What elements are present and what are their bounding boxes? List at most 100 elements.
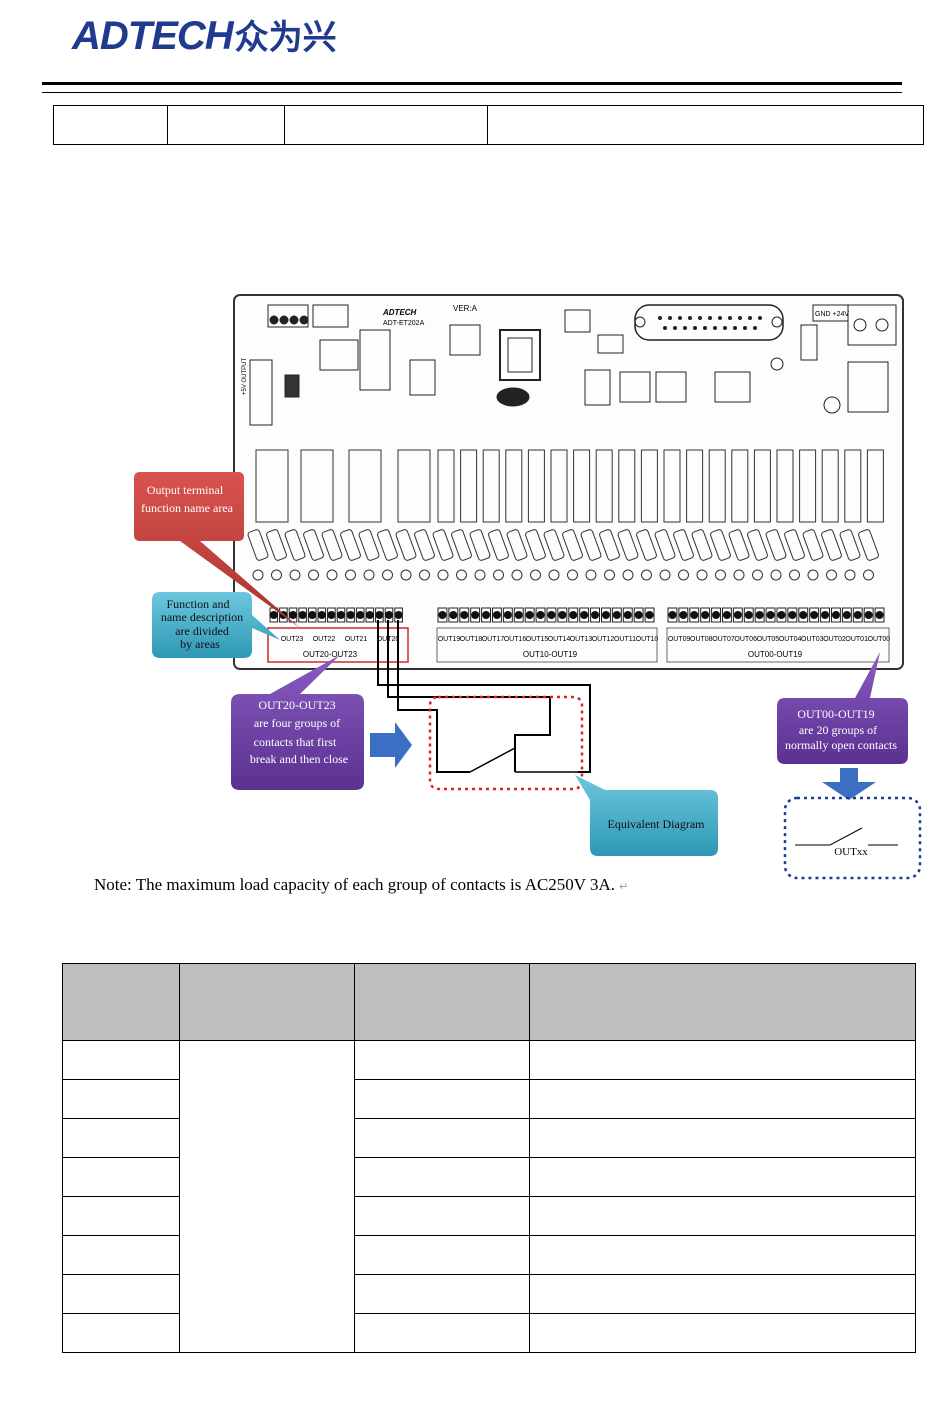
terminal-screw-head	[580, 611, 589, 619]
diode-component	[247, 529, 269, 561]
io-header-cell	[354, 963, 530, 1041]
terminal-label: OUT04	[779, 636, 802, 643]
led-component	[363, 569, 375, 581]
relay-small	[686, 449, 704, 523]
led-component	[715, 569, 726, 581]
led-component	[289, 569, 301, 581]
led-component	[604, 569, 615, 581]
terminal-screw-head	[810, 611, 819, 619]
diode-component	[654, 529, 676, 561]
terminal-screw-head	[853, 611, 862, 619]
terminal-screw-head	[460, 611, 469, 619]
callout-description-line1: Function and	[167, 597, 230, 611]
diode-component	[414, 529, 435, 561]
terminal-screw-head	[875, 611, 884, 619]
callout-out20-23-line1: OUT20-OUT23	[258, 698, 335, 712]
led-component	[345, 569, 356, 581]
terminal-label: OUT18	[460, 636, 483, 643]
diode-component	[747, 529, 768, 561]
led-component	[844, 569, 856, 581]
terminal-screw-head	[601, 611, 610, 619]
group-box-out10-19	[436, 627, 658, 663]
diode-component	[802, 529, 824, 561]
terminal-label: OUT01	[845, 636, 868, 643]
diode-component	[525, 529, 546, 561]
company-logo: ADTECH众为兴	[72, 14, 337, 58]
arrow-right-icon	[370, 722, 412, 768]
led-component	[252, 569, 264, 581]
terminal-label: OUT21	[345, 636, 368, 643]
led-component	[826, 569, 837, 581]
terminal-label: OUT22	[313, 636, 336, 643]
diode-component	[765, 529, 787, 561]
outxx-label: OUTxx	[834, 846, 868, 858]
terminal-screw-head	[327, 611, 336, 619]
terminal-screw-head	[482, 611, 491, 619]
callout-equivalent	[575, 775, 718, 856]
diode-component	[358, 529, 380, 561]
header-cell	[487, 105, 924, 145]
relay-small	[573, 449, 591, 523]
relay-small	[460, 449, 478, 523]
outxx-box	[783, 796, 922, 880]
table-cell	[354, 1118, 530, 1158]
diode-component	[432, 529, 454, 561]
diode-component	[784, 529, 805, 561]
callout-out20-23-line4: break and then close	[250, 752, 348, 766]
led-component	[641, 569, 652, 581]
relay-small	[866, 449, 884, 523]
board-model: ADT-ET202A	[383, 320, 425, 327]
terminal-screw-head	[690, 611, 699, 619]
io-header-cell	[529, 963, 916, 1041]
terminal-screw-head	[492, 611, 501, 619]
led-component	[567, 569, 578, 581]
group-box-out20-23	[267, 627, 409, 663]
terminal-screw-head	[612, 611, 621, 619]
board-components	[249, 304, 897, 426]
relay-small	[753, 449, 771, 523]
relay-large	[300, 449, 334, 523]
relay-small	[640, 449, 658, 523]
wiring-figure: ADTECH ADT-ET202A VER:A +5V OUTPUT GND +…	[134, 294, 922, 880]
terminal-screw-head	[864, 611, 873, 619]
terminal-label: OUT07	[712, 636, 735, 643]
callout-out20-23-line2: are four groups of	[254, 716, 340, 730]
terminal-screw-head	[788, 611, 797, 619]
table-cell-merged	[179, 1040, 355, 1353]
terminal-screw-head	[634, 611, 643, 619]
terminal-screw-head	[298, 611, 307, 619]
diode-component	[636, 529, 657, 561]
diode-component	[821, 529, 842, 561]
led-component	[807, 569, 819, 581]
diode-component	[673, 529, 694, 561]
table-cell	[529, 1235, 916, 1275]
diode-component	[691, 529, 713, 561]
terminal-screw-head	[547, 611, 556, 619]
terminal-label: OUT10	[636, 636, 659, 643]
terminal-label: OUT16	[504, 636, 527, 643]
table-row	[62, 1274, 916, 1314]
relay-small	[527, 449, 545, 523]
callout-equivalent-label: Equivalent Diagram	[608, 817, 706, 831]
table-cell	[62, 1274, 180, 1314]
group-label-out20-23: OUT20-OUT23	[303, 650, 358, 659]
led-component	[863, 569, 874, 581]
led-component	[659, 569, 671, 581]
terminal-screw-head	[394, 611, 403, 619]
led-component	[437, 569, 449, 581]
contact-row	[247, 529, 879, 581]
diode-component	[395, 529, 417, 561]
terminal-screw-head	[645, 611, 654, 619]
relay-small	[821, 449, 839, 523]
terminal-label: OUT02	[823, 636, 846, 643]
relay-small	[437, 449, 455, 523]
callout-description-line2: name description	[161, 610, 243, 624]
equivalent-box	[428, 695, 584, 791]
wiring-lines	[377, 620, 591, 773]
terminal-screw-head	[289, 611, 297, 619]
terminal-screw-head	[712, 611, 721, 619]
power-left-label: +5V OUTPUT	[242, 357, 248, 395]
led-component	[770, 569, 782, 581]
led-component	[678, 569, 689, 581]
